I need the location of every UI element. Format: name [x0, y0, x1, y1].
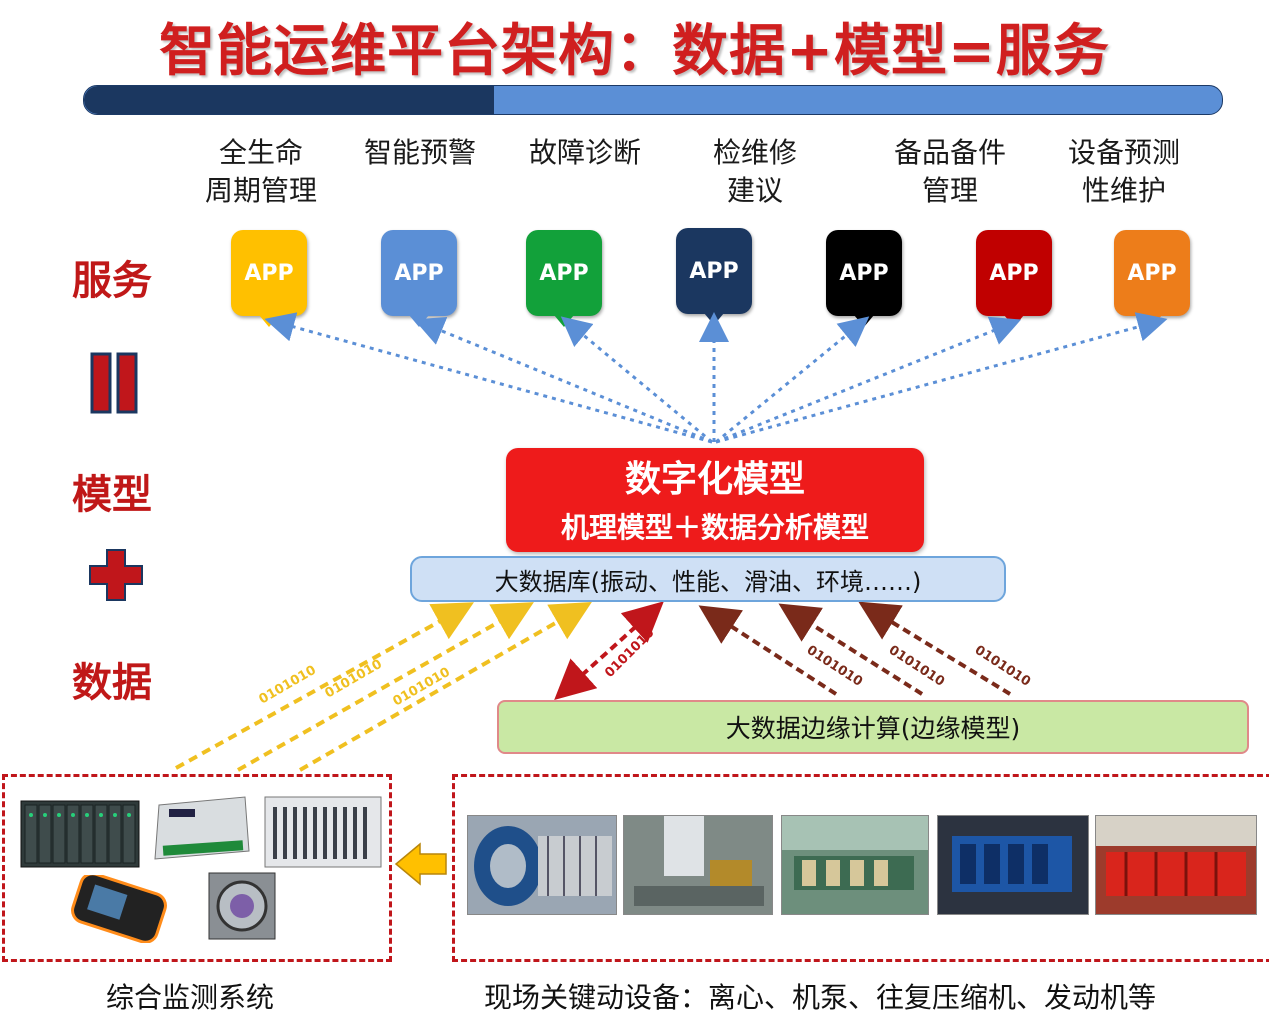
service-label-lifecycle: 全生命 周期管理: [196, 134, 326, 210]
side-label-service: 服务: [72, 258, 152, 304]
monitoring-system-frame: [2, 774, 392, 962]
service-label-line: 检维修: [712, 136, 797, 169]
turbine-photo: [467, 815, 617, 915]
arrow-to-app-warning: [413, 316, 713, 444]
arrow-edge-to-db-3: [858, 601, 1012, 696]
monitor-cabinet-image: [264, 796, 382, 868]
handheld-terminal-image: [71, 875, 167, 943]
model-to-app-arrows: [264, 312, 1168, 444]
service-label-line: 智能预警: [363, 136, 476, 169]
model-box-title: 数字化模型: [624, 459, 805, 500]
service-label-warning: 智能预警: [350, 134, 490, 172]
service-label-line: 建议: [726, 174, 783, 207]
reciprocating-unit-photo: [1095, 815, 1257, 915]
arrow-monitor-to-db-2: [237, 602, 534, 772]
equals-sign-icon: [90, 352, 138, 414]
service-label-line: 全生命: [218, 136, 303, 169]
arrow-edge-db-bidirectional: [554, 601, 664, 701]
engine-photo: [937, 815, 1089, 915]
arrow-edge-to-db-1: [698, 605, 838, 696]
service-label-maintenance: 检维修 建议: [690, 134, 820, 210]
binary-label: 0101010: [323, 657, 385, 702]
monitor-box-unit-image: [154, 796, 250, 860]
model-box-subtitle: 机理模型＋数据分析模型: [560, 511, 869, 544]
edge-computing-box: 大数据边缘计算(边缘模型): [497, 700, 1249, 754]
arrow-to-app-lifecycle: [264, 312, 713, 444]
service-label-line: 故障诊断: [528, 136, 641, 169]
service-label-line: 管理: [921, 174, 978, 207]
digital-model-box: 数字化模型 机理模型＋数据分析模型: [506, 448, 924, 552]
binary-label: 0101010: [602, 625, 657, 680]
monitor-module-rack-image: [20, 800, 140, 868]
service-label-predictive: 设备预测 性维护: [1052, 134, 1196, 210]
compressor-photo: [781, 815, 929, 915]
app-tile-predictive[interactable]: APP: [976, 230, 1052, 327]
service-label-line: 备品备件: [893, 136, 1006, 169]
sensor-housing-image: [208, 872, 276, 940]
page-title: 智能运维平台架构：数据+模型=服务: [159, 19, 1110, 84]
service-label-line: 周期管理: [204, 174, 317, 207]
field-equipment-frame: [452, 774, 1269, 962]
arrow-to-app-predictive: [715, 316, 1022, 444]
arrow-to-app-spare-parts: [715, 316, 870, 444]
plus-sign-icon: [89, 549, 143, 601]
centrifugal-pump-photo: [623, 815, 773, 915]
app-tile-maintenance[interactable]: APP: [676, 228, 752, 325]
binary-label: 0101010: [257, 663, 319, 708]
title-banner-bar: [83, 85, 1223, 115]
big-database-box: 大数据库(振动、性能、滑油、环境……): [410, 556, 1006, 602]
binary-label: 0101010: [972, 643, 1033, 690]
arrow-monitor-to-db-3: [299, 602, 592, 772]
arrow-to-app-extra: [715, 312, 1168, 444]
app-tile-warning[interactable]: APP: [381, 230, 457, 327]
binary-label: 0101010: [804, 643, 865, 690]
arrow-monitor-to-db-1: [175, 602, 474, 770]
left-arrow-icon: [394, 842, 447, 886]
side-label-data: 数据: [72, 660, 152, 706]
monitoring-system-label: 综合监测系统: [106, 981, 275, 1014]
banner-bar-fill: [84, 86, 494, 114]
side-label-model: 模型: [72, 472, 152, 518]
service-label-spare-parts: 备品备件 管理: [880, 134, 1020, 210]
service-label-line: 设备预测: [1067, 136, 1180, 169]
service-label-diagnosis: 故障诊断: [515, 134, 655, 172]
app-tile-extra[interactable]: APP: [1114, 230, 1190, 327]
service-label-line: 性维护: [1081, 174, 1166, 207]
arrow-to-app-diagnosis: [560, 316, 713, 444]
field-equipment-label: 现场关键动设备：离心、机泵、往复压缩机、发动机等: [484, 981, 1157, 1014]
